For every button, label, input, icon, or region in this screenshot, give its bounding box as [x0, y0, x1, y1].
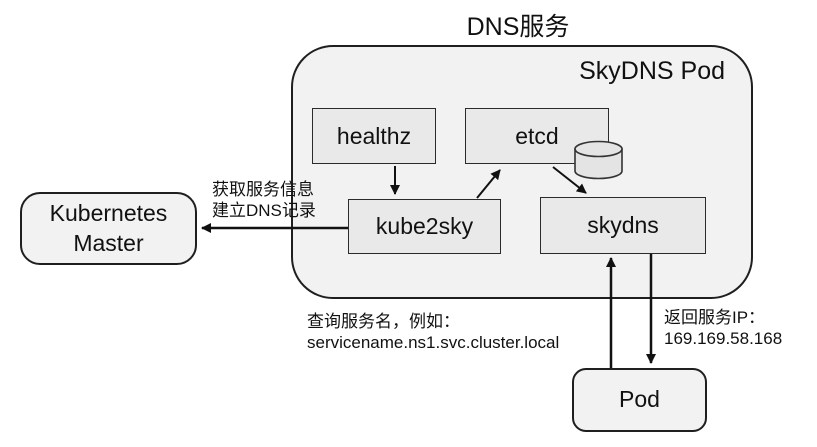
annotation-fetch-line1: 获取服务信息 — [212, 180, 314, 199]
node-etcd-label: etcd — [515, 122, 559, 149]
skydns-pod-label: SkyDNS Pod — [579, 57, 725, 85]
node-kubernetes-master: Kubernetes Master — [20, 192, 197, 265]
node-skydns: skydns — [540, 197, 706, 254]
node-kubernetes-master-line1: Kubernetes — [49, 200, 168, 227]
annotation-return-service-ip: 返回服务IP： 169.169.58.168 — [664, 307, 782, 349]
annotation-query-line2: servicename.ns1.svc.cluster.local — [307, 333, 560, 352]
annotation-reply-line2: 169.169.58.168 — [664, 329, 783, 348]
diagram-title: DNS服务 — [466, 13, 570, 41]
node-skydns-label: skydns — [587, 212, 659, 238]
node-healthz: healthz — [312, 108, 436, 164]
node-healthz-label: healthz — [336, 122, 412, 149]
node-etcd: etcd — [465, 108, 609, 164]
annotation-fetch-line2: 建立DNS记录 — [212, 201, 316, 220]
node-pod-label: Pod — [619, 386, 660, 413]
node-pod: Pod — [572, 368, 707, 432]
annotation-fetch-service-info: 获取服务信息 建立DNS记录 — [212, 179, 316, 221]
node-kube2sky: kube2sky — [348, 199, 501, 254]
node-kube2sky-label: kube2sky — [375, 213, 474, 239]
annotation-query-line1: 查询服务名，例如： — [307, 312, 460, 331]
node-kubernetes-master-line2: Master — [73, 229, 144, 256]
skydns-pod-container: SkyDNS Pod — [291, 45, 753, 299]
annotation-query-service-name: 查询服务名，例如： servicename.ns1.svc.cluster.lo… — [307, 311, 559, 353]
annotation-reply-line1: 返回服务IP： — [664, 308, 766, 327]
